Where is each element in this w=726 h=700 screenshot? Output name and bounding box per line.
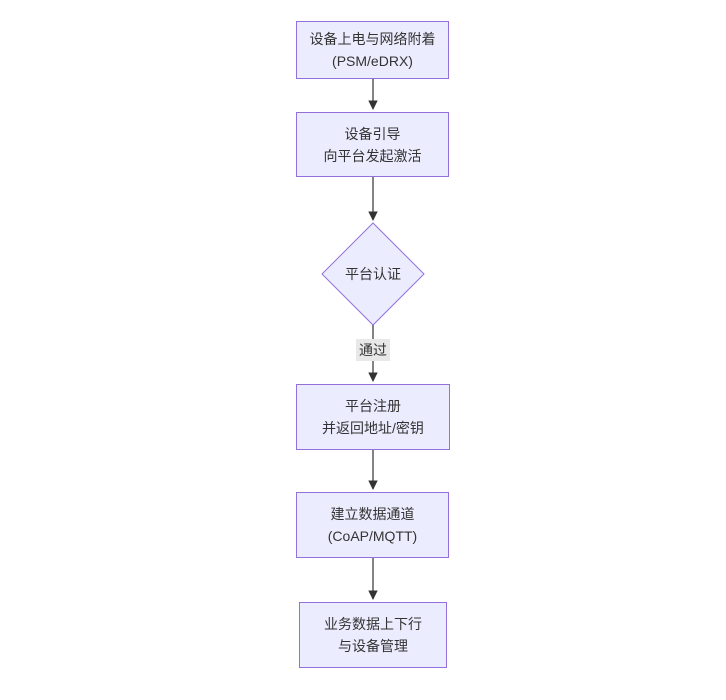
node-business-data: 业务数据上下行 与设备管理 bbox=[299, 602, 447, 668]
decision-platform-auth-label: 平台认证 bbox=[345, 266, 401, 282]
node-bootstrap-line2: 向平台发起激活 bbox=[323, 147, 422, 164]
node-platform-register-line2: 并返回地址/密钥 bbox=[322, 420, 424, 436]
node-power-attach: 设备上电与网络附着 (PSM/eDRX) bbox=[296, 21, 449, 79]
node-data-channel-line2: (CoAP/MQTT) bbox=[327, 528, 418, 544]
node-platform-register-line1: 平台注册 bbox=[345, 398, 401, 414]
node-platform-register: 平台注册 并返回地址/密钥 bbox=[296, 384, 450, 450]
node-data-channel: 建立数据通道 (CoAP/MQTT) bbox=[296, 492, 449, 558]
node-data-channel-line1: 建立数据通道 bbox=[330, 506, 415, 522]
node-business-data-line1: 业务数据上下行 bbox=[324, 616, 422, 632]
node-business-data-line2: 与设备管理 bbox=[338, 638, 408, 654]
node-power-attach-line1: 设备上电与网络附着 bbox=[309, 31, 436, 47]
node-bootstrap-line1: 设备引导 bbox=[344, 125, 401, 142]
edge-label-pass: 通过 bbox=[356, 339, 390, 361]
node-power-attach-line2: (PSM/eDRX) bbox=[332, 53, 413, 69]
node-bootstrap: 设备引导 向平台发起激活 bbox=[296, 112, 449, 177]
